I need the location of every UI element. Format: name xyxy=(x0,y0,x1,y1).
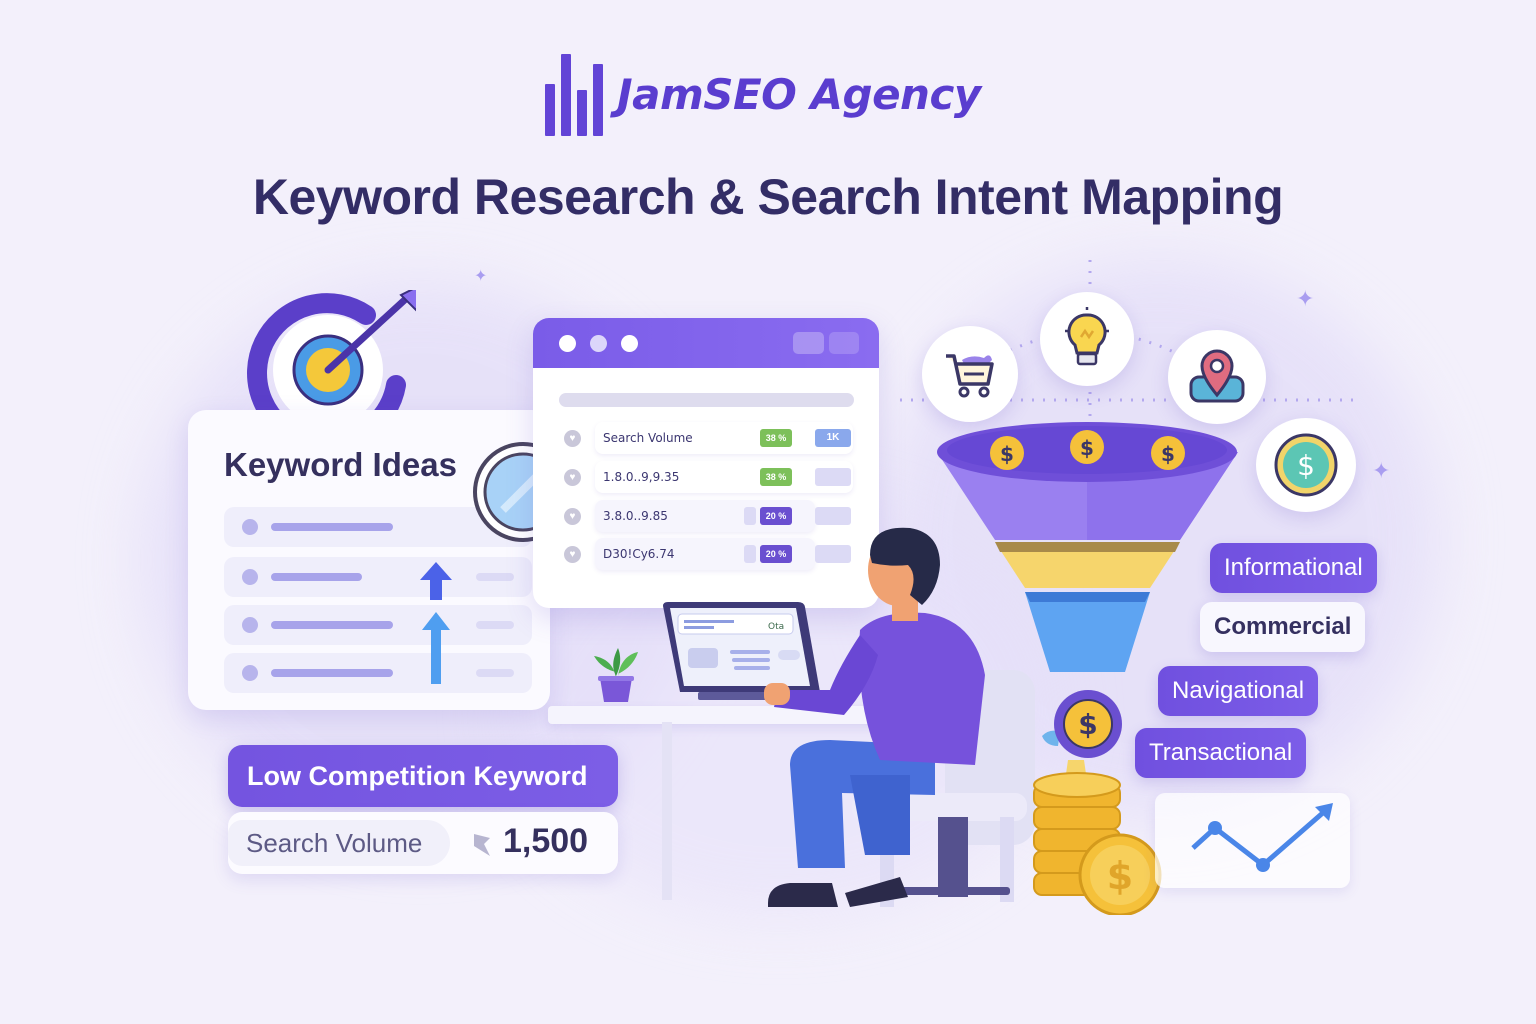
keyword-placeholder xyxy=(271,573,362,581)
keyword-table-row[interactable]: ♥ 3.8.0..9.85 20 % xyxy=(559,500,854,532)
window-button[interactable] xyxy=(829,332,859,354)
dollar-coin-icon: $ $ $ xyxy=(990,430,1185,470)
metric-placeholder xyxy=(476,669,514,677)
search-bar[interactable] xyxy=(559,393,854,407)
person-at-desk-illustration xyxy=(764,527,1035,907)
connector-lines xyxy=(900,260,1360,430)
dollar-coin-bubble[interactable]: $ xyxy=(1256,418,1356,512)
bar-chart-logo-icon xyxy=(545,52,603,136)
arrow-up-icon xyxy=(420,562,452,600)
heart-check-icon[interactable]: ♥ xyxy=(564,508,581,525)
coin-stack-icon: $ xyxy=(1033,772,1162,915)
svg-text:$: $ xyxy=(1000,442,1014,466)
row-label: 1.8.0..9,9.35 xyxy=(603,470,680,484)
value-badge: 1K xyxy=(815,429,851,447)
keyword-table-row[interactable]: ♥ 1.8.0..9,9.35 38 % xyxy=(559,461,854,493)
keyword-idea-row[interactable] xyxy=(224,605,532,645)
intent-label: Navigational xyxy=(1172,677,1305,704)
brand-logo[interactable]: JamSEO Agency xyxy=(545,52,981,136)
intent-tag-commercial[interactable]: Commercial xyxy=(1200,602,1366,652)
row-label: Search Volume xyxy=(603,431,693,445)
heart-check-icon[interactable]: ♥ xyxy=(564,469,581,486)
svg-text:$: $ xyxy=(1107,854,1133,898)
heart-check-icon[interactable]: ♥ xyxy=(564,430,581,447)
keyword-placeholder xyxy=(271,669,393,677)
svg-text:$: $ xyxy=(1297,449,1315,482)
search-volume-value: 1,500 xyxy=(503,822,589,860)
row-label: 3.8.0..9.85 xyxy=(603,509,668,523)
window-dot[interactable] xyxy=(621,335,638,352)
search-bubble-icon xyxy=(242,665,258,681)
bar-pill xyxy=(744,545,756,563)
desk-leg xyxy=(662,722,672,900)
metric-placeholder xyxy=(476,621,514,629)
low-competition-badge: Low Competition Keyword xyxy=(228,745,618,807)
value-badge xyxy=(815,507,851,525)
bar-pill xyxy=(744,507,756,525)
keyword-table-row[interactable]: ♥ Search Volume 38 % 1K xyxy=(559,422,854,454)
keyword-tool-window: ♥ Search Volume 38 % 1K ♥ 1.8.0..9,9.35 … xyxy=(533,318,879,608)
svg-text:$: $ xyxy=(1080,436,1094,460)
sparkle-icon: ✦ xyxy=(474,268,488,285)
percent-badge: 38 % xyxy=(760,468,792,486)
brand-name: JamSEO Agency xyxy=(617,69,981,119)
arrow-up-long-icon xyxy=(422,612,450,684)
percent-badge: 20 % xyxy=(760,545,792,563)
search-bubble-icon xyxy=(242,569,258,585)
intent-tag-transactional[interactable]: Transactional xyxy=(1135,728,1307,778)
percent-badge: 20 % xyxy=(760,507,792,525)
potted-plant-icon xyxy=(594,648,638,702)
heart-check-icon[interactable]: ♥ xyxy=(564,546,581,563)
intent-label: Commercial xyxy=(1214,613,1352,640)
search-volume-card: Search Volume 1,500 xyxy=(228,812,618,874)
window-dot[interactable] xyxy=(590,335,607,352)
row-cell xyxy=(595,461,853,493)
value-badge xyxy=(815,545,851,563)
intent-label: Informational xyxy=(1224,554,1363,581)
window-titlebar xyxy=(533,318,879,368)
flag-icon xyxy=(474,834,490,856)
window-button[interactable] xyxy=(793,332,824,354)
lightbulb-bubble[interactable] xyxy=(1040,292,1134,386)
svg-text:Ota: Ota xyxy=(768,622,784,632)
search-bubble-icon xyxy=(242,617,258,633)
map-pin-icon xyxy=(1189,349,1245,403)
laptop-icon: Ota xyxy=(663,602,823,700)
keyword-placeholder xyxy=(271,621,393,629)
row-label: D30!Cy6.74 xyxy=(603,547,675,561)
svg-text:$: $ xyxy=(1078,708,1097,741)
shopping-cart-bubble[interactable] xyxy=(922,326,1018,422)
search-volume-label: Search Volume xyxy=(228,820,450,866)
keyword-ideas-title: Keyword Ideas xyxy=(224,446,457,483)
sparkle-icon: ✦ xyxy=(1372,458,1391,483)
shopping-cart-icon xyxy=(946,354,994,398)
metric-placeholder xyxy=(476,573,514,581)
window-dot[interactable] xyxy=(559,335,576,352)
search-bubble-icon xyxy=(242,519,258,535)
lightbulb-icon xyxy=(1065,307,1109,366)
sparkle-icon: ✦ xyxy=(1296,286,1315,311)
keyword-idea-row[interactable] xyxy=(224,557,532,597)
intent-tag-navigational[interactable]: Navigational xyxy=(1158,666,1319,716)
keyword-placeholder xyxy=(271,523,393,531)
intent-tag-informational[interactable]: Informational xyxy=(1210,543,1377,593)
growth-chart-card xyxy=(1155,793,1350,888)
dollar-coin-icon: $ xyxy=(1274,433,1338,497)
svg-text:$: $ xyxy=(1161,442,1175,466)
keyword-table-row[interactable]: ♥ D30!Cy6.74 20 % xyxy=(559,538,854,570)
sales-funnel: $ $ $ xyxy=(937,422,1238,672)
percent-badge: 38 % xyxy=(760,429,792,447)
keyword-idea-row[interactable] xyxy=(224,653,532,693)
map-pin-bubble[interactable] xyxy=(1168,330,1266,424)
trend-up-icon xyxy=(1191,803,1333,872)
target-arrow-icon xyxy=(247,290,416,440)
intent-label: Transactional xyxy=(1149,739,1293,766)
row-cell xyxy=(595,422,853,454)
page-title: Keyword Research & Search Intent Mapping xyxy=(252,169,1284,225)
value-badge xyxy=(815,468,851,486)
